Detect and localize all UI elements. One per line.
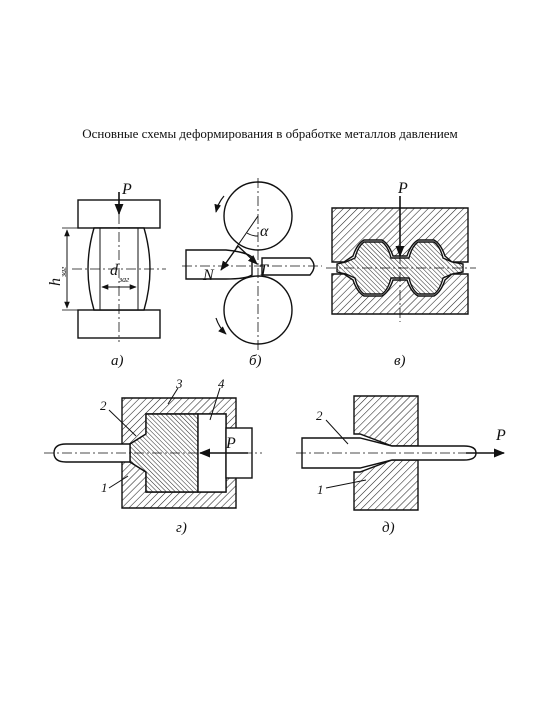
part-label-1: 1 — [317, 482, 324, 497]
panel-g-extrusion — [44, 387, 262, 509]
leader-line — [108, 409, 137, 437]
roll-radius — [235, 215, 259, 249]
diameter-label: d — [110, 262, 119, 279]
leader-line — [325, 419, 349, 445]
panel-caption-b: б) — [249, 353, 262, 369]
extruded-rod — [53, 443, 131, 463]
part-label-1: 1 — [101, 480, 108, 495]
tangent-force-arrow — [237, 245, 258, 265]
force-label: P — [397, 180, 408, 197]
leader-line — [167, 387, 179, 405]
height-subscript: заг — [59, 267, 68, 278]
leader-line — [325, 479, 367, 489]
panel-b-rolling — [182, 178, 322, 350]
part-label-3: 3 — [175, 376, 183, 391]
panel-v-die-forging — [326, 196, 476, 322]
rotation-arrow-bottom — [215, 317, 227, 335]
part-label-2: 2 — [100, 398, 107, 413]
force-label: P — [495, 427, 506, 444]
tangent-force-label: T — [259, 262, 269, 279]
panel-caption-d: д) — [382, 520, 395, 536]
panel-caption-a: а) — [111, 353, 124, 369]
force-label: P — [121, 181, 132, 198]
normal-force-arrow — [220, 245, 239, 271]
strip-exit — [261, 257, 315, 276]
diameter-subscript: заг — [118, 275, 129, 284]
rotation-arrow-top — [214, 195, 225, 213]
leader-line — [108, 475, 129, 489]
strip-entry — [185, 249, 253, 280]
force-label: P — [225, 435, 236, 452]
leader-line — [209, 387, 221, 421]
angle-arc — [246, 232, 259, 237]
panel-d-drawing — [296, 395, 506, 511]
panel-caption-v: в) — [394, 353, 406, 369]
normal-force-label: N — [202, 267, 215, 284]
height-label: h — [47, 278, 64, 286]
part-label-2: 2 — [316, 408, 323, 423]
angle-label: α — [260, 223, 269, 240]
part-label-4: 4 — [218, 376, 225, 391]
panel-caption-g: г) — [176, 520, 187, 536]
panel-a-upsetting — [62, 192, 166, 342]
slide-title: Основные схемы деформирования в обработк… — [82, 126, 458, 141]
